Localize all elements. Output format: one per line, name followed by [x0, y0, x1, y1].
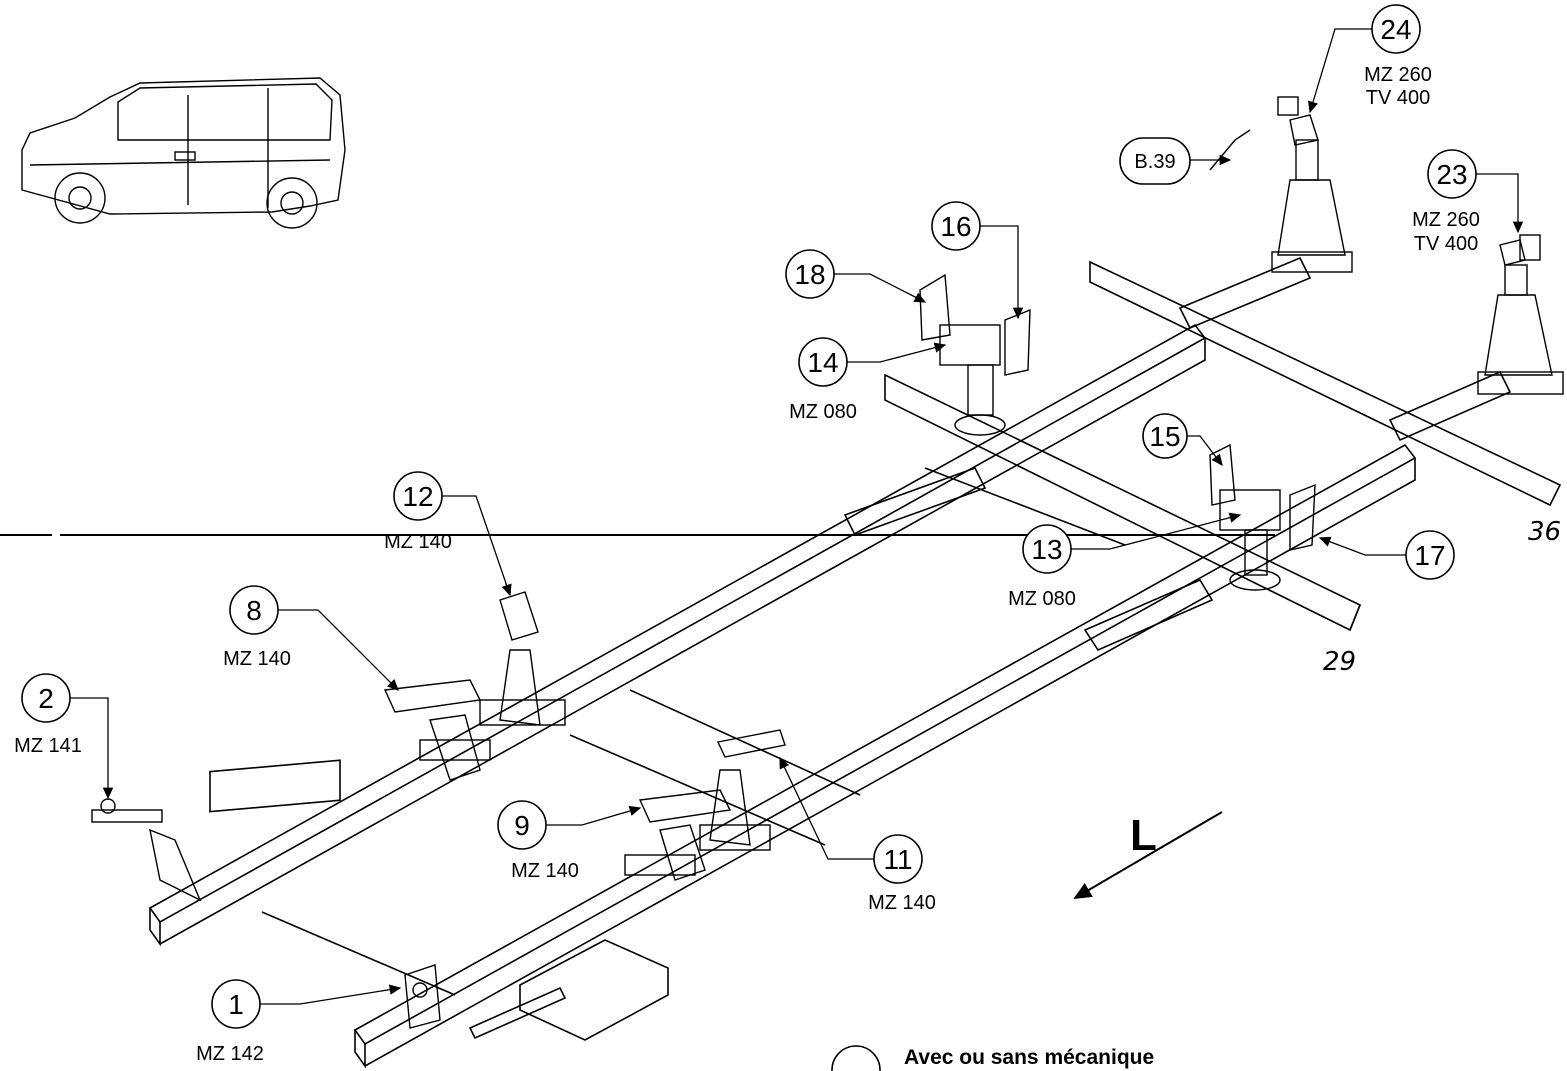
callout-number: 17 [1414, 540, 1445, 571]
callout-number: 13 [1031, 534, 1062, 565]
callout-code: MZ 260 [1364, 64, 1432, 86]
callout-8: 8 MZ 140 [223, 585, 399, 691]
callout-12: 12 MZ 140 [384, 471, 512, 597]
vehicle-icon [21, 77, 346, 229]
callout-number: 18 [794, 259, 825, 290]
callout-number: 2 [38, 683, 54, 714]
callout-11: 11 MZ 140 [779, 756, 936, 914]
callout-1: 1 MZ 142 [196, 979, 402, 1065]
callout-14: 14 MZ 080 [789, 337, 947, 423]
callout-number: 12 [402, 481, 433, 512]
callout-16: 16 [931, 201, 1024, 320]
callout-number: 9 [514, 810, 530, 841]
direction-letter: L [1130, 811, 1157, 860]
beam-number-front: 29 [1323, 647, 1356, 677]
callout-number: 15 [1149, 421, 1180, 452]
callout-code: MZ 142 [196, 1043, 264, 1065]
callout-number: 11 [883, 844, 912, 875]
fixtures [91, 96, 1564, 1029]
callout-number: 14 [807, 347, 838, 378]
callout-number: 23 [1436, 159, 1467, 190]
callout-code: MZ 260 [1412, 209, 1480, 231]
beam-number-rear: 36 [1528, 517, 1561, 547]
bench-frame [148, 256, 1562, 1069]
direction-arrow: L [1073, 811, 1223, 900]
callout-9: 9 MZ 140 [497, 800, 642, 882]
callout-18: 18 [785, 249, 927, 303]
callout-2: 2 MZ 141 [14, 673, 114, 800]
callout-code: MZ 080 [1008, 588, 1076, 610]
callout-code: MZ 141 [14, 735, 82, 757]
callout-13: 13 MZ 080 [1008, 512, 1242, 610]
callout-17: 17 [1318, 530, 1455, 580]
ref-b39: B.39 [1119, 137, 1232, 185]
ref-label: B.39 [1134, 151, 1175, 173]
legend: Avec ou sans mécanique [831, 1045, 1154, 1071]
callout-code: MZ 140 [384, 531, 452, 553]
callout-code: MZ 140 [511, 860, 579, 882]
callout-code: TV 400 [1366, 87, 1430, 109]
callout-24: 24 MZ 260 TV 400 [1308, 4, 1432, 114]
callout-number: 1 [228, 989, 244, 1020]
callout-number: 8 [246, 595, 262, 626]
callout-number: 16 [940, 211, 971, 242]
callout-code: MZ 080 [789, 401, 857, 423]
legend-text: Avec ou sans mécanique [904, 1046, 1154, 1069]
callout-code: TV 400 [1414, 233, 1478, 255]
callout-15: 15 [1142, 413, 1223, 467]
callout-code: MZ 140 [223, 648, 291, 670]
callout-code: MZ 140 [868, 892, 936, 914]
callout-23: 23 MZ 260 TV 400 [1412, 149, 1524, 255]
callout-number: 24 [1380, 14, 1411, 45]
